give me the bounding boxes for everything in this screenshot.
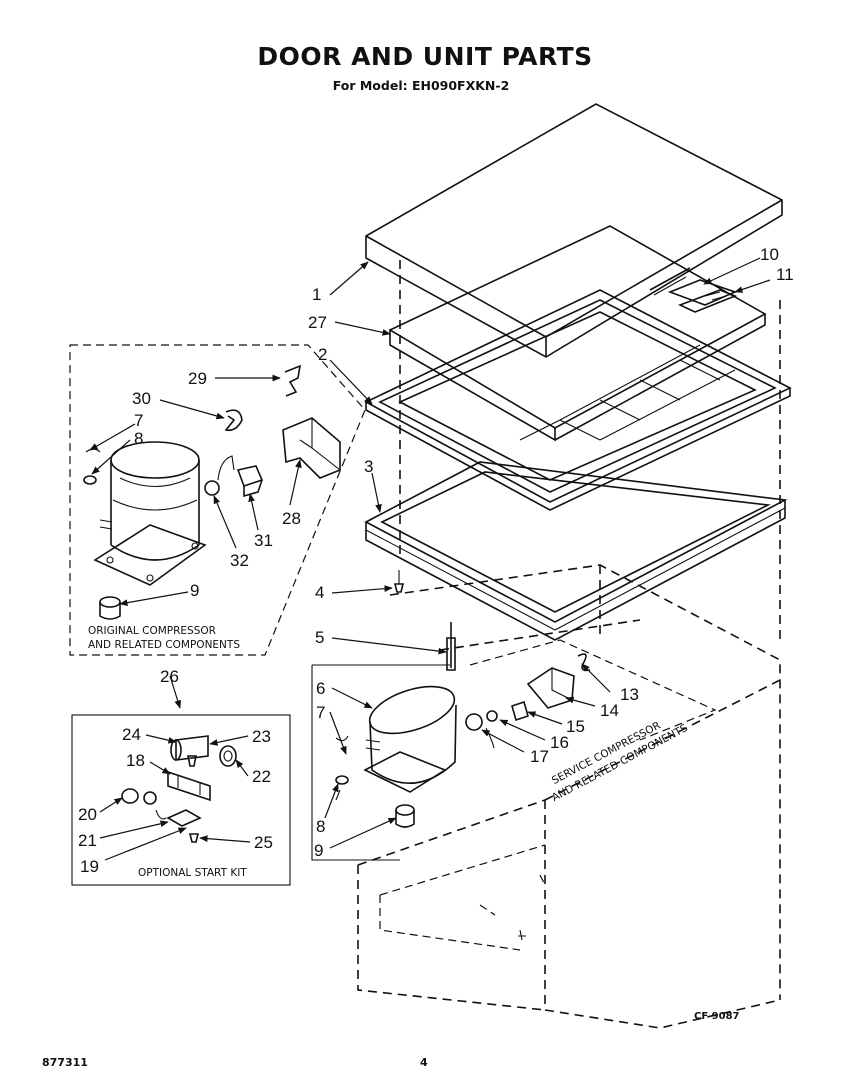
callout-28: 28 xyxy=(282,509,301,528)
callout-11: 11 xyxy=(776,265,794,284)
callout-13: 13 xyxy=(620,685,639,704)
drawing-code: CF 9087 xyxy=(694,1011,740,1022)
callout-30: 30 xyxy=(132,389,151,408)
service-compressor-group xyxy=(311,639,717,861)
callout-15: 15 xyxy=(566,717,585,736)
callout-9-service: 9 xyxy=(314,841,323,860)
callout-2: 2 xyxy=(318,345,327,364)
callout-10: 10 xyxy=(760,245,779,264)
callout-8-service: 8 xyxy=(316,817,325,836)
callout-24: 24 xyxy=(122,725,141,744)
callout-17: 17 xyxy=(530,747,549,766)
callout-21: 21 xyxy=(78,831,97,850)
original-compressor-group xyxy=(69,344,366,656)
callout-6: 6 xyxy=(316,679,325,698)
original-compressor-caption-1: ORIGINAL COMPRESSOR xyxy=(88,625,216,637)
original-compressor-caption-2: AND RELATED COMPONENTS xyxy=(88,639,240,651)
callout-19: 19 xyxy=(80,857,99,876)
callout-18: 18 xyxy=(126,751,145,770)
callout-16: 16 xyxy=(550,733,569,752)
document-number: 877311 xyxy=(42,1056,88,1069)
door-frame xyxy=(364,461,788,641)
callout-22: 22 xyxy=(252,767,271,786)
callout-29: 29 xyxy=(188,369,207,388)
page-number: 4 xyxy=(420,1056,428,1069)
callout-1: 1 xyxy=(312,285,321,304)
leader-lines xyxy=(89,257,771,861)
callout-23: 23 xyxy=(252,727,271,746)
page-title: DOOR AND UNIT PARTS xyxy=(257,42,593,71)
callout-8-original: 8 xyxy=(134,429,143,448)
callout-26: 26 xyxy=(160,667,179,686)
door-gasket xyxy=(364,289,792,511)
callout-numbers: 1 27 2 3 4 5 10 11 29 30 7 8 9 32 31 28 … xyxy=(78,245,794,876)
optional-start-kit-caption: OPTIONAL START KIT xyxy=(138,867,247,879)
callout-31: 31 xyxy=(254,531,273,550)
callout-4: 4 xyxy=(315,583,324,602)
callout-25: 25 xyxy=(254,833,273,852)
callout-3: 3 xyxy=(364,457,373,476)
lid xyxy=(365,103,783,358)
callout-7-service: 7 xyxy=(316,703,325,722)
callout-32: 32 xyxy=(230,551,249,570)
callout-14: 14 xyxy=(600,701,619,720)
callout-9-original: 9 xyxy=(190,581,199,600)
lid-hinge xyxy=(667,279,738,313)
insulation-panel xyxy=(388,225,767,442)
callout-7-original: 7 xyxy=(134,411,143,430)
callout-5: 5 xyxy=(315,628,324,647)
model-subtitle: For Model: EH090FXKN-2 xyxy=(332,78,510,93)
callout-27: 27 xyxy=(308,313,327,332)
callout-20: 20 xyxy=(78,805,97,824)
screw-4 xyxy=(393,570,405,593)
thermostat-capillary xyxy=(446,622,456,671)
